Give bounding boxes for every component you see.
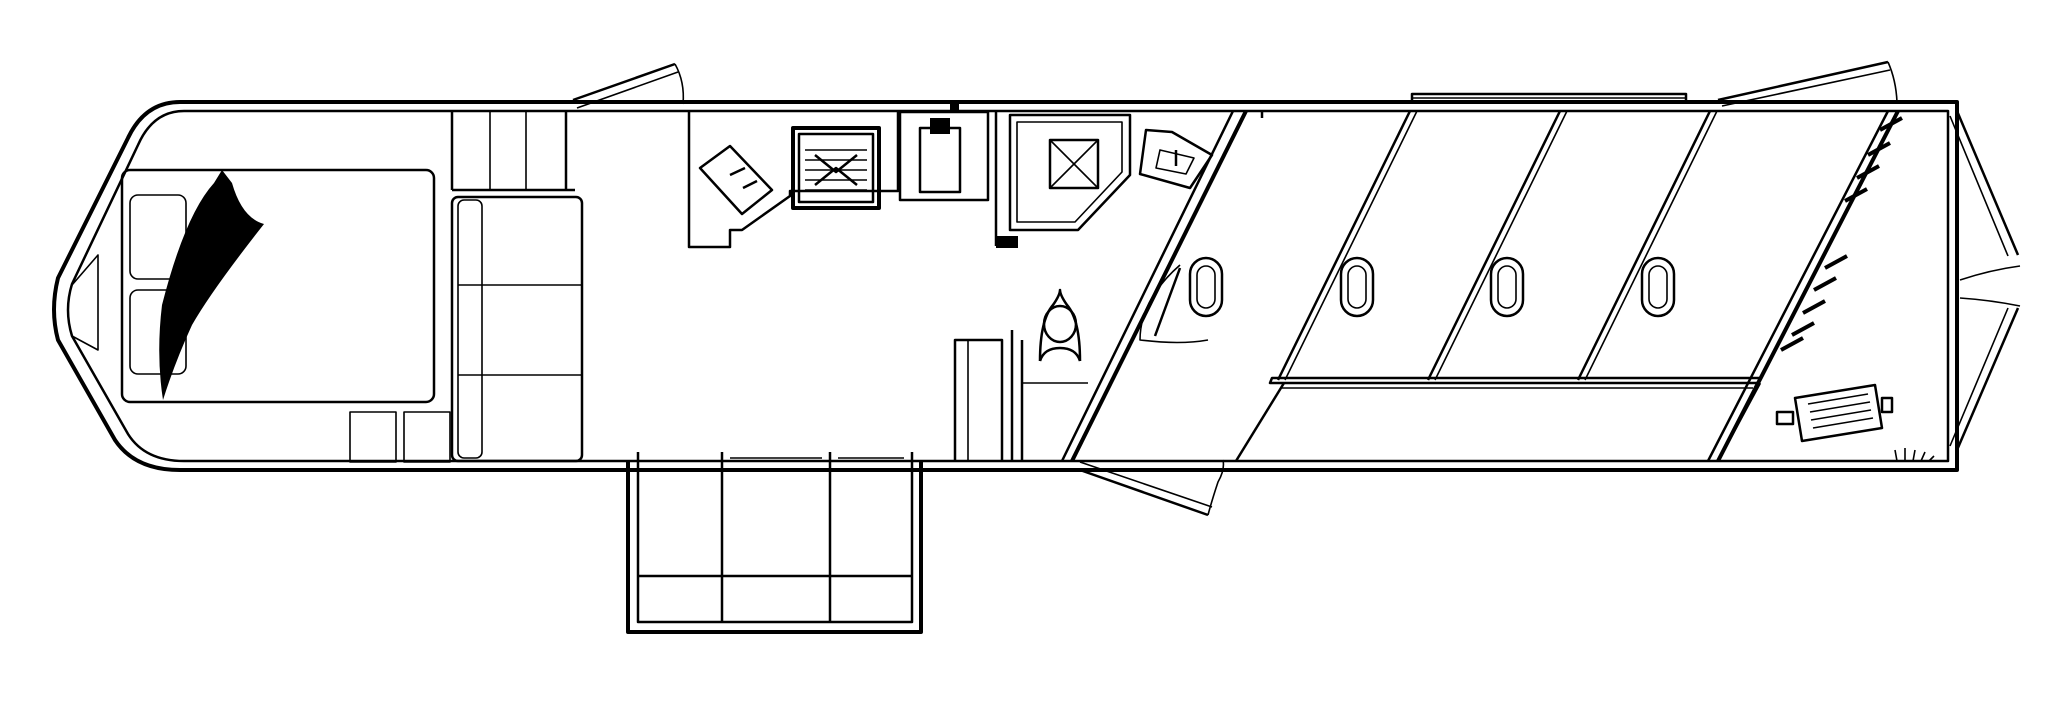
shower — [1010, 115, 1130, 230]
bedside-cabinets — [350, 412, 450, 462]
stove — [793, 128, 879, 208]
stall-windows — [1190, 258, 1674, 316]
closet — [955, 330, 1088, 460]
slide-out — [628, 452, 921, 632]
top-vent — [1412, 94, 1686, 102]
horse-area — [1190, 62, 1934, 461]
kitchen — [689, 100, 988, 247]
vanity-sink — [1140, 130, 1212, 188]
bed — [122, 170, 434, 402]
rear-doors — [1950, 111, 2020, 450]
sofa — [452, 197, 582, 461]
bedroom-wall-left — [72, 255, 98, 350]
stall-dividers — [1278, 111, 1717, 380]
water-heater — [1777, 385, 1892, 441]
upper-door — [573, 64, 683, 108]
entry-door — [1080, 460, 1223, 515]
steps — [452, 111, 575, 190]
saddle-racks — [1781, 118, 1902, 350]
bathroom — [955, 111, 1212, 460]
upper-right-door — [1718, 62, 1897, 106]
trailer-outer-wall — [54, 102, 1957, 470]
refrigerator — [900, 100, 988, 200]
feed-bunk — [1236, 378, 1760, 461]
tack-wall — [1708, 111, 1898, 461]
corner-light — [1895, 448, 1934, 461]
sink — [700, 146, 772, 214]
bedspread — [159, 170, 264, 400]
bulkhead-wall — [1062, 111, 1246, 461]
toilet — [1040, 290, 1080, 361]
bedroom — [72, 170, 450, 462]
